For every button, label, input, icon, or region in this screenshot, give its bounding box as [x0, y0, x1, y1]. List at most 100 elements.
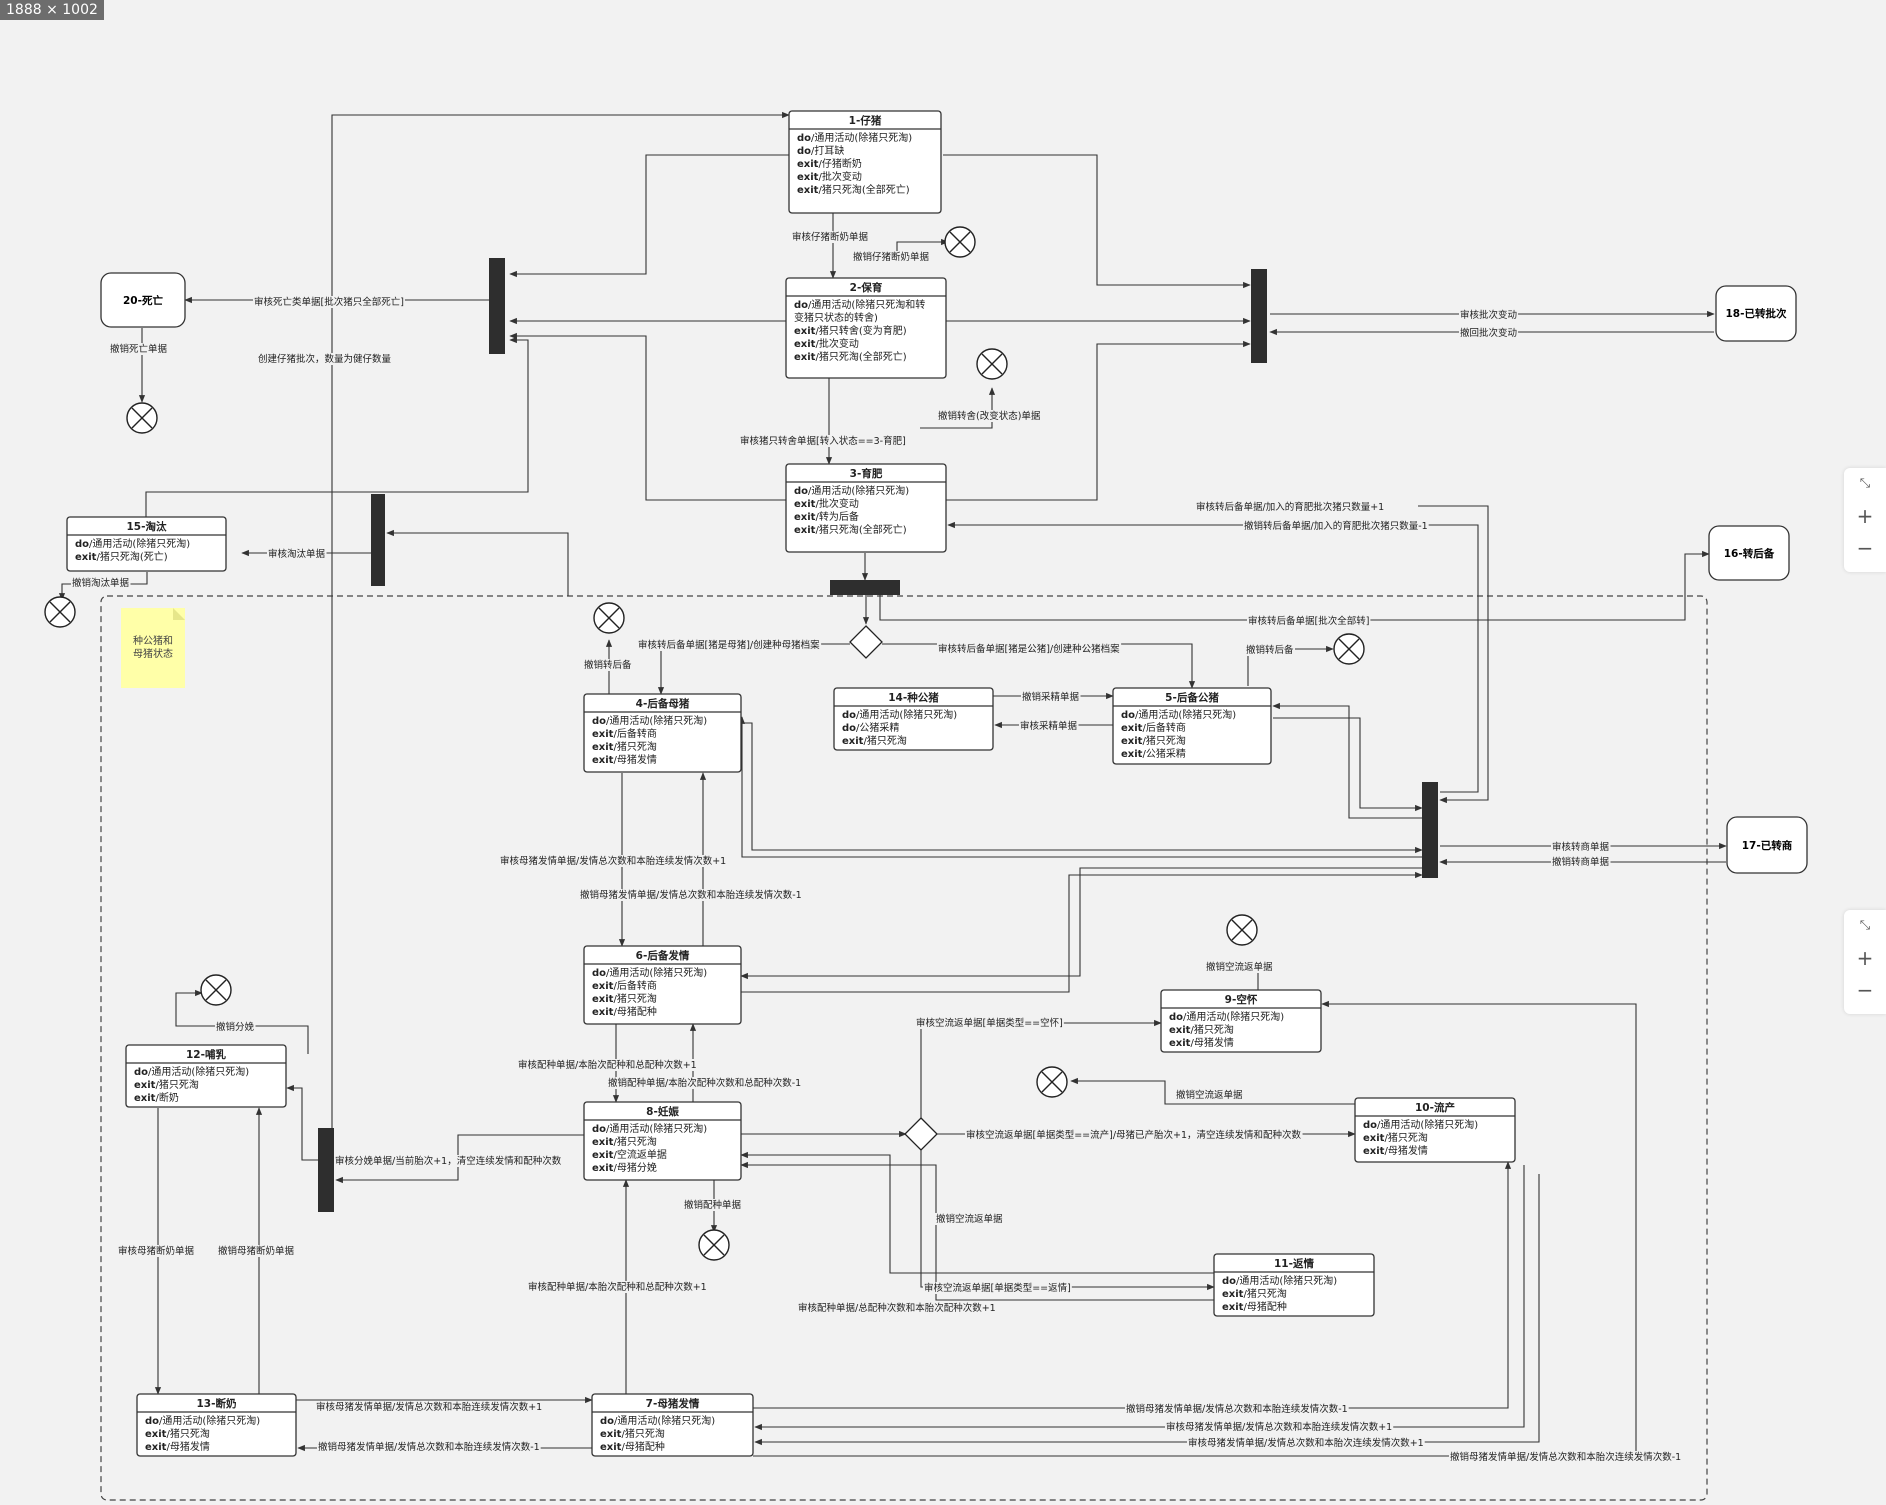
state-box: [1213, 1253, 1375, 1317]
label-background: [1205, 961, 1275, 973]
label-cull: 审核淘汰单据: [268, 548, 326, 560]
label-cancel-breed: 撤销配种单据: [684, 1199, 742, 1211]
label-cancel-commercial: 撤销转商单据: [1552, 856, 1610, 868]
label-background: [935, 1213, 1005, 1225]
state-box: [785, 277, 947, 379]
label-background: [1175, 1089, 1245, 1101]
state-activity: exit/猪只死淘: [600, 1427, 665, 1440]
state-activity: do/通用活动(除猪只死淘): [1222, 1274, 1337, 1287]
zoom-in-button[interactable]: +: [1856, 946, 1874, 970]
zoom-out-button[interactable]: −: [1856, 536, 1874, 560]
label-estrus-audit: 审核母猪发情单据/发情总次数和本胎连续发情次数+1: [500, 855, 726, 867]
label-background: [1247, 615, 1371, 627]
label-background: [1459, 327, 1519, 339]
label-batch-change: 审核批次变动: [1460, 309, 1517, 321]
state-activity: exit/批次变动: [797, 170, 862, 183]
join-bar-cull: [371, 494, 385, 586]
edges: [58, 111, 1727, 1457]
note-line-2: 母猪状态: [133, 647, 173, 660]
label-background: [937, 410, 1042, 422]
label-breed-audit: 审核配种单据/本胎次配种和总配种次数+1: [518, 1059, 697, 1071]
label-to-commercial: 审核转商单据: [1552, 841, 1610, 853]
state-activity: do/通用活动(除猪只死淘): [797, 131, 912, 144]
label-background: [791, 231, 870, 243]
fit-view-icon[interactable]: ⤡: [1859, 476, 1871, 491]
join-bar-death: [489, 258, 505, 354]
state-activity: exit/猪只死淘(全部死亡): [797, 183, 910, 196]
state-activity: exit/后备转商: [592, 727, 657, 740]
terminal-16-reserve: 16-转后备: [1708, 525, 1790, 581]
sticky-note: 种公猪和 母猪状态: [121, 608, 185, 688]
state-activity: do/公猪采精: [842, 721, 899, 734]
state-activity: exit/母猪分娩: [592, 1161, 657, 1174]
label-weaning: 审核仔猪断奶单据: [792, 231, 869, 243]
state-8: 8-妊娠do/通用活动(除猪只死淘)exit/猪只死淘exit/空流返单据exi…: [583, 1101, 742, 1181]
label-background: [607, 1077, 803, 1089]
label-reserve-cancel: 撤销转后备单据/加入的育肥批次猪只数量-1: [1244, 520, 1428, 532]
label-estrus13-audit: 审核母猪发情单据/发情总次数和本胎连续发情次数+1: [316, 1401, 542, 1413]
state-activity: do/通用活动(除猪只死淘): [1121, 708, 1236, 721]
state-activity: exit/转为后备: [794, 510, 859, 523]
label-background: [1551, 856, 1611, 868]
state-title: 15-淘汰: [127, 520, 167, 533]
state-title: 4-后备母猪: [636, 697, 690, 710]
label-empty: 审核空流返单据[单据类型==空怀]: [916, 1017, 1063, 1029]
label-background: [217, 1245, 296, 1257]
state-activity: exit/猪只死淘(全部死亡): [794, 523, 907, 536]
label-create-batch: 创建仔猪批次，数量为健仔数量: [258, 353, 392, 365]
label-breed-audit-3: 审核配种单据/总配种次数和本胎次配种次数+1: [798, 1302, 996, 1314]
state-activity: do/通用活动(除猪只死淘): [1363, 1118, 1478, 1131]
label-cancel-wean-sow: 撤销母猪断奶单据: [218, 1245, 295, 1257]
state-box: [125, 1044, 287, 1108]
label-background: [1195, 501, 1386, 513]
label-background: [1459, 309, 1519, 321]
state-6: 6-后备发情do/通用活动(除猪只死淘)exit/后备转商exit/猪只死淘ex…: [583, 945, 742, 1025]
state-box: [1112, 687, 1272, 765]
state-activity: exit/仔猪断奶: [797, 157, 862, 170]
zoom-in-button[interactable]: +: [1856, 504, 1874, 528]
cancel-end-death-icon: [126, 402, 158, 434]
state-activity: do/通用活动(除猪只死淘): [75, 537, 190, 550]
state-activity: exit/母猪发情: [1363, 1144, 1428, 1157]
label-background: [915, 1017, 1064, 1029]
terminal-20-death: 20-死亡: [100, 272, 186, 328]
state-activity: exit/猪只死淘: [1121, 734, 1186, 747]
state-activity: exit/猪只死淘: [592, 992, 657, 1005]
terminal-18-label: 18-已转批次: [1726, 307, 1787, 320]
cancel-end-empty-icon: [1226, 914, 1258, 946]
zoom-out-button[interactable]: −: [1856, 978, 1874, 1002]
label-background: [334, 1155, 563, 1167]
label-background: [1449, 1451, 1683, 1463]
state-activity: do/通用活动(除猪只死淘和转: [794, 298, 925, 311]
cancel-end-reserve-boar-icon: [1333, 633, 1365, 665]
state-activity: exit/断奶: [134, 1091, 179, 1104]
label-reserve-all: 审核转后备单据[批次全部转]: [1248, 615, 1369, 627]
state-box: [785, 463, 947, 553]
label-cancel-empty-mid: 撤销空流返单据: [936, 1213, 1003, 1225]
state-activity: exit/母猪发情: [592, 753, 657, 766]
label-farrow: 审核分娩单据/当前胎次+1，清空连续发情和配种次数: [335, 1155, 562, 1167]
label-estrus-cancel: 撤销母猪发情单据/发情总次数和本胎连续发情次数-1: [580, 889, 802, 901]
label-background: [1019, 720, 1079, 732]
label-background: [937, 643, 1122, 655]
state-title: 13-断奶: [197, 1397, 237, 1410]
state-activity: exit/猪只转舍(变为育肥): [794, 324, 907, 337]
fit-view-icon[interactable]: ⤡: [1859, 918, 1871, 933]
terminal-17-label: 17-已转商: [1742, 839, 1793, 852]
state-activity: do/通用活动(除猪只死淘): [592, 1122, 707, 1135]
label-background: [253, 296, 405, 308]
state-activity: do/通用活动(除猪只死淘): [145, 1414, 260, 1427]
state-activity: exit/批次变动: [794, 337, 859, 350]
state-activity: exit/猪只死淘: [592, 740, 657, 753]
label-return: 审核空流返单据[单据类型==返情]: [924, 1282, 1071, 1294]
state-activity: do/通用活动(除猪只死淘): [134, 1065, 249, 1078]
label-background: [637, 639, 822, 651]
state-box: [583, 693, 742, 773]
state-box: [66, 516, 227, 572]
cancel-end-lactation-icon: [200, 974, 232, 1006]
